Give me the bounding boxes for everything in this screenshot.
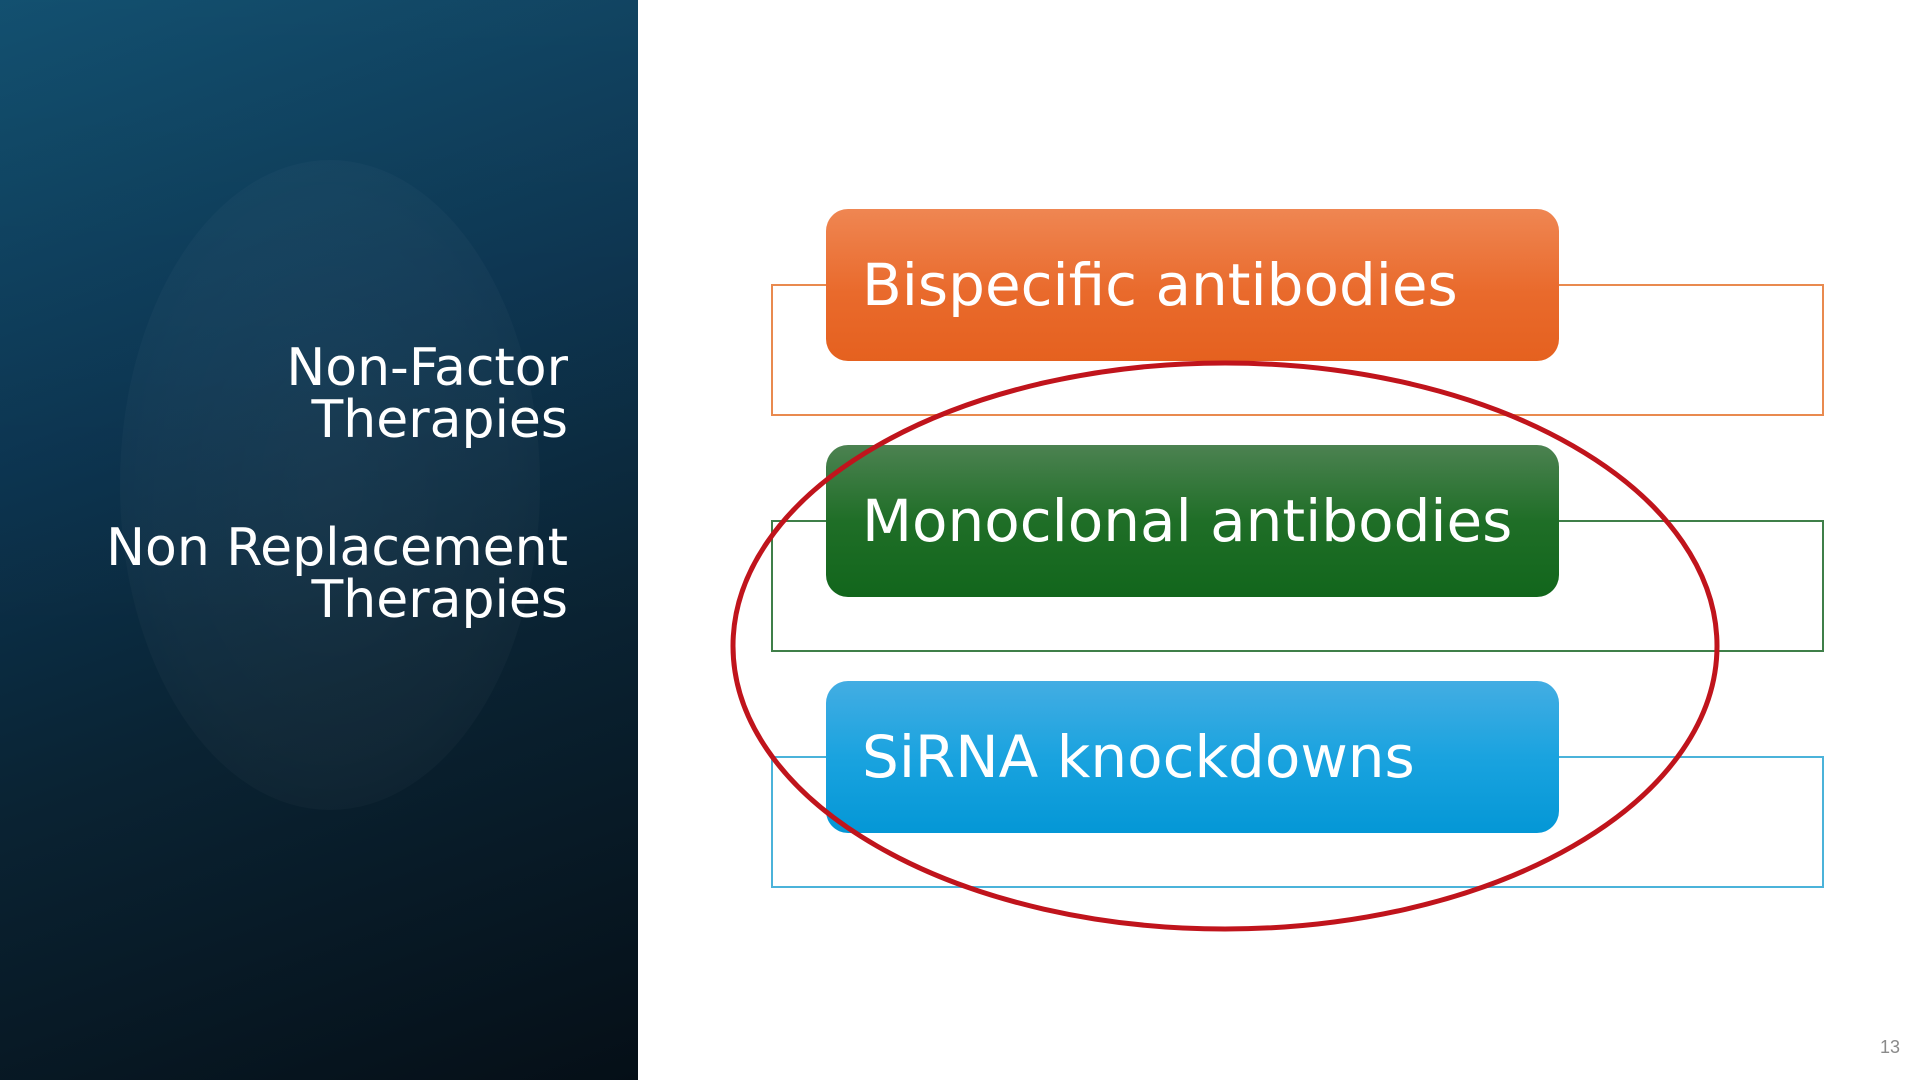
title-non-replacement-therapies: Non Replacement Therapies <box>106 518 568 630</box>
item-label: SiRNA knockdowns <box>862 723 1415 791</box>
panel-band <box>0 0 638 686</box>
item-bispecific-antibodies[interactable]: Bispecific antibodies <box>826 209 1559 361</box>
title-panel: Non-Factor Therapies Non Replacement The… <box>0 0 638 1080</box>
item-label: Monoclonal antibodies <box>862 487 1513 555</box>
item-sirna-knockdowns[interactable]: SiRNA knockdowns <box>826 681 1559 833</box>
item-label: Bispecific antibodies <box>862 251 1458 319</box>
page-number: 13 <box>1879 1037 1900 1057</box>
title-non-factor-therapies: Non-Factor Therapies <box>286 338 568 450</box>
item-monoclonal-antibodies[interactable]: Monoclonal antibodies <box>826 445 1559 597</box>
panel-decorative-circle <box>120 160 540 810</box>
